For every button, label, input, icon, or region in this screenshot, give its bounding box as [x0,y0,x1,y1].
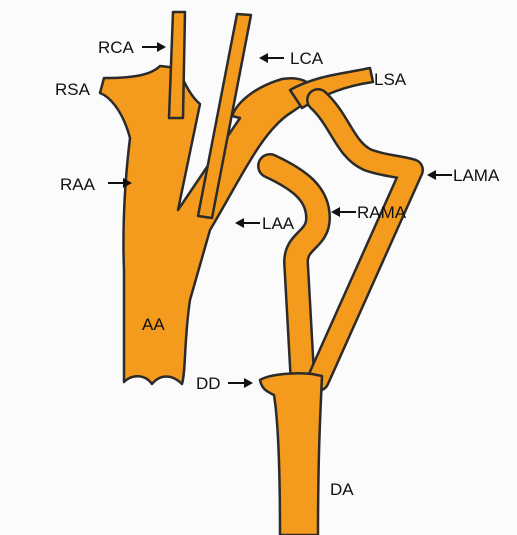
label-rca-text: RCA [98,38,135,57]
label-raa-text: RAA [60,175,96,194]
label-rama-text: RAMA [357,203,407,222]
label-lama-text: LAMA [453,166,500,185]
lama-loop [318,100,412,380]
arrow-rama-head [331,207,340,217]
label-lsa-text: LSA [374,70,407,89]
label-laa-text: LAA [262,214,295,233]
label-dd-text: DD [196,374,221,393]
arrow-rca-head [157,42,166,52]
label-raa: RAA [60,175,132,194]
label-lca-text: LCA [290,49,324,68]
arrow-laa-head [235,218,244,228]
left-arch-loop [270,166,318,370]
label-rama: RAMA [331,203,407,222]
label-aa-text: AA [142,315,165,334]
label-laa: LAA [235,214,295,233]
label-lama: LAMA [427,166,500,185]
label-aa: AA [142,315,165,334]
label-rsa: RSA [55,80,91,99]
descending-aorta [260,373,322,535]
label-dd: DD [196,374,253,393]
arrow-lca-head [259,53,268,63]
label-lsa: LSA [374,70,407,89]
label-da: DA [330,480,354,499]
label-rca: RCA [98,38,166,57]
label-lca: LCA [259,49,324,68]
right-carotid-artery [169,12,185,118]
arrow-dd-head [244,378,253,388]
label-rsa-text: RSA [55,80,91,99]
label-da-text: DA [330,480,354,499]
arrow-lama-head [427,170,436,180]
